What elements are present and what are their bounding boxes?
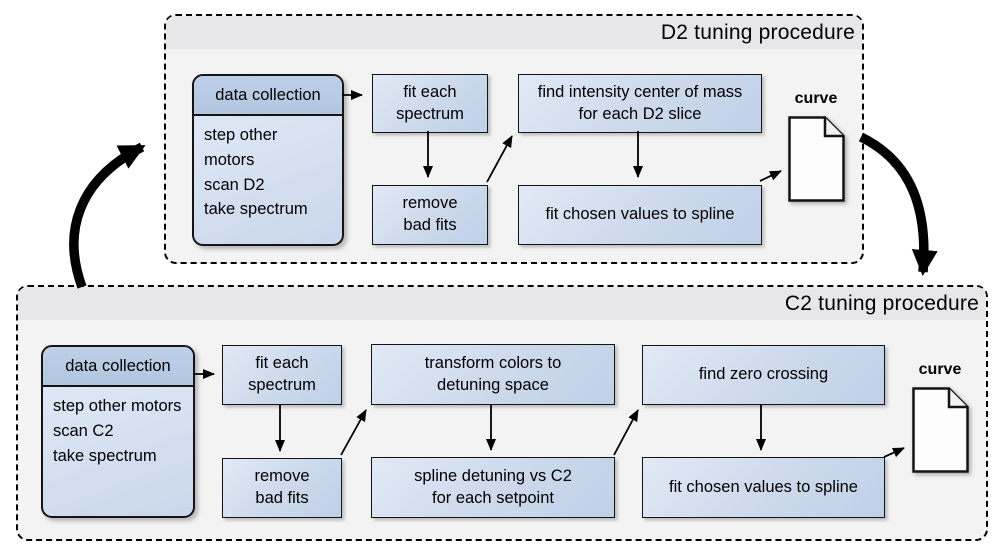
loop-arrow-d2-to-c2 xyxy=(858,132,938,276)
c2-data-collection-body: step other motors scan C2 take spectrum xyxy=(53,397,182,465)
c2-titlebar: C2 tuning procedure xyxy=(18,287,986,320)
d2-step-find-intensity-center: find intensity center of mass for each D… xyxy=(518,74,762,133)
d2-titlebar: D2 tuning procedure xyxy=(166,16,862,49)
d2-curve-label: curve xyxy=(794,90,838,107)
d2-data-collection-box: data collection step other motors scan D… xyxy=(192,74,344,246)
d2-procedure-container: D2 tuning procedure data collection step… xyxy=(164,14,864,264)
d2-data-collection-header: data collection xyxy=(194,76,342,116)
d2-step-remove-bad-fits: remove bad fits xyxy=(372,185,488,245)
d2-title: D2 tuning procedure xyxy=(660,20,855,44)
c2-step-remove-bad-fits: remove bad fits xyxy=(222,458,342,518)
d2-curve-document-icon xyxy=(788,116,845,202)
d2-step-fit-chosen-values: fit chosen values to spline xyxy=(518,185,762,245)
c2-data-collection-box: data collection step other motors scan C… xyxy=(41,345,195,518)
c2-step-fit-each-spectrum: fit each spectrum xyxy=(222,345,342,405)
c2-step-transform-colors: transform colors to detuning space xyxy=(371,344,615,405)
loop-arrow-c2-to-d2 xyxy=(69,142,146,289)
d2-step-fit-each-spectrum: fit each spectrum xyxy=(372,74,488,133)
c2-procedure-container: C2 tuning procedure data collection step… xyxy=(16,285,988,541)
c2-step-spline-detuning: spline detuning vs C2 for each setpoint xyxy=(371,457,615,518)
c2-data-collection-header: data collection xyxy=(43,347,193,387)
c2-step-fit-chosen-values: fit chosen values to spline xyxy=(642,457,885,518)
d2-data-collection-body: step other motors scan D2 take spectrum xyxy=(204,126,308,219)
c2-title: C2 tuning procedure xyxy=(784,291,979,315)
c2-curve-label: curve xyxy=(918,361,962,378)
c2-curve-document-icon xyxy=(912,387,969,473)
c2-step-find-zero-crossing: find zero crossing xyxy=(642,345,885,405)
